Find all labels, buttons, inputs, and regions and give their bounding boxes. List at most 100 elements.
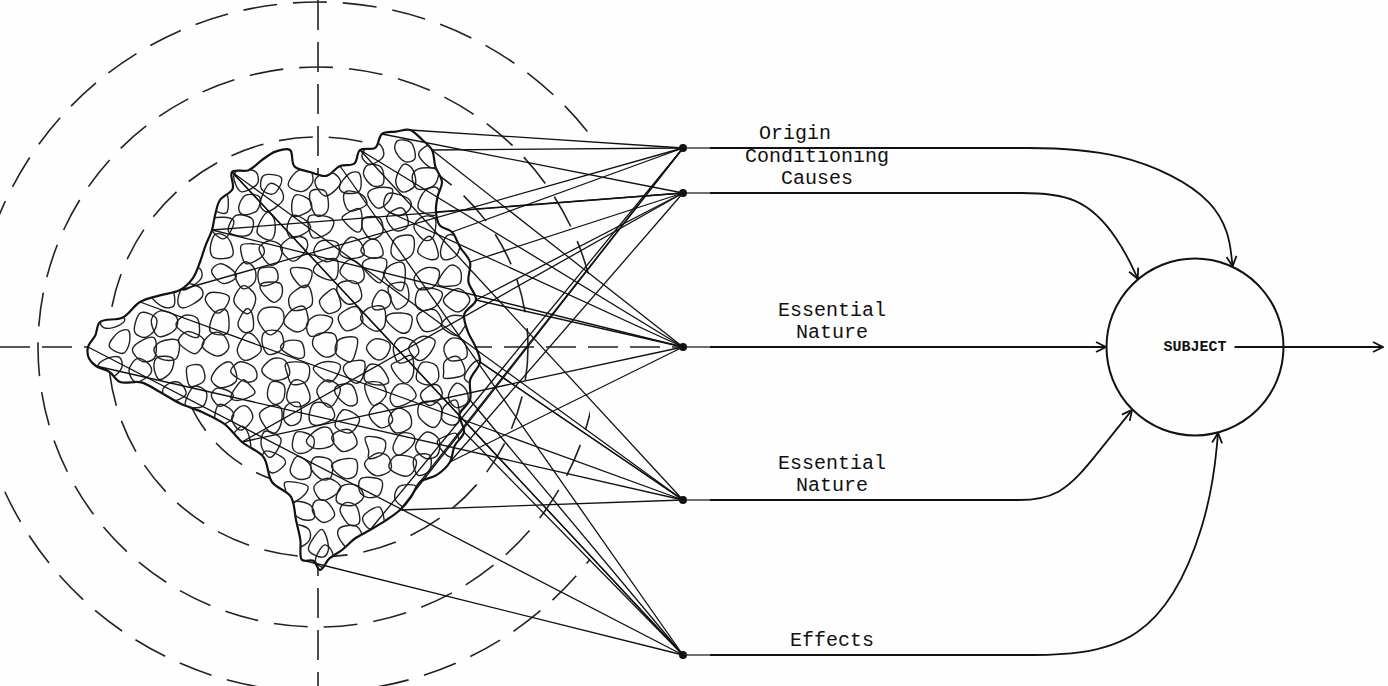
cell-outline xyxy=(344,191,367,211)
cell-outline xyxy=(388,282,409,309)
cell-outline xyxy=(438,265,462,286)
dot-stub xyxy=(687,346,710,347)
cell-outline xyxy=(443,289,469,312)
cell-outline xyxy=(312,333,337,358)
cell-outline xyxy=(210,234,233,259)
cell-outline xyxy=(101,307,125,328)
mass-outline xyxy=(88,130,481,570)
ray-line xyxy=(242,193,683,442)
ray-line xyxy=(410,130,683,148)
cell-outline xyxy=(391,235,414,261)
cell-outline xyxy=(365,437,386,459)
dashed-rings xyxy=(0,2,590,686)
connector-arrow xyxy=(1010,433,1218,655)
cell-outline xyxy=(412,168,438,190)
cell-outline xyxy=(267,381,285,404)
cell-outline xyxy=(109,330,130,354)
cell-outline xyxy=(309,402,335,425)
ray-line xyxy=(212,193,683,230)
cell-outline xyxy=(202,332,229,356)
connector-arrow xyxy=(1010,193,1138,279)
cell-outline xyxy=(443,356,465,378)
cell-outline xyxy=(363,164,384,186)
cell-outline xyxy=(178,332,204,354)
cell-outline xyxy=(260,405,283,434)
node-label: Origin xyxy=(715,123,875,145)
cell-outline xyxy=(340,237,364,259)
cell-outline xyxy=(335,337,358,362)
connector-arrow xyxy=(1010,410,1132,500)
cell-outline xyxy=(238,309,254,333)
cell-outline xyxy=(386,313,412,333)
focus-dot xyxy=(679,651,687,659)
cell-outline xyxy=(308,215,334,238)
ray-line xyxy=(340,166,683,655)
cell-outline xyxy=(338,307,363,331)
cell-outline xyxy=(214,404,233,426)
cell-outline xyxy=(361,306,386,331)
label-band: Conditioning Causes xyxy=(710,146,1010,194)
focus-dot xyxy=(679,343,687,351)
ray-line xyxy=(360,150,683,500)
cell-outline xyxy=(290,267,312,287)
cell-outline xyxy=(342,208,362,232)
label-band: Essential Nature xyxy=(710,300,1010,348)
cell-outline xyxy=(389,408,412,433)
connector-arrow xyxy=(1010,346,1106,348)
focus-dot xyxy=(679,144,687,152)
cell-outline xyxy=(395,140,416,162)
cell-outline xyxy=(287,525,310,548)
ray-line xyxy=(88,347,683,655)
cell-outline xyxy=(284,306,308,332)
ray-line xyxy=(436,193,683,212)
ray-line xyxy=(232,172,683,655)
cell-outline xyxy=(205,193,228,213)
label-band: Essential Nature xyxy=(710,453,1010,501)
cell-outline xyxy=(261,431,281,457)
ray-line xyxy=(232,172,683,655)
cell-outline xyxy=(280,340,304,358)
cell-outline xyxy=(312,500,334,523)
cell-outline xyxy=(340,502,360,525)
cell-outline xyxy=(262,451,286,473)
focus-dot xyxy=(679,189,687,197)
cell-outline xyxy=(332,429,357,451)
ray-line xyxy=(464,432,683,655)
cell-outline xyxy=(235,262,256,289)
cell-outline xyxy=(389,455,417,476)
dot-stub xyxy=(687,192,710,193)
cell-outline xyxy=(288,168,313,192)
cell-outline xyxy=(313,362,340,382)
cell-outline xyxy=(239,194,261,214)
connector-arrow xyxy=(1010,148,1233,266)
cell-outline xyxy=(441,315,468,335)
ray-line xyxy=(470,400,683,655)
cell-outline xyxy=(285,362,310,385)
cell-outline xyxy=(391,355,414,383)
dashed-ring xyxy=(0,2,590,686)
ray-line xyxy=(180,148,683,290)
node-label: Conditioning Causes xyxy=(737,146,897,190)
ray-line xyxy=(140,302,683,500)
node-label: Essential Nature xyxy=(752,300,912,344)
cell-outline xyxy=(417,309,442,331)
cell-outline xyxy=(365,453,392,476)
cell-outline xyxy=(258,267,278,286)
cell-outline xyxy=(237,333,261,361)
cell-outline xyxy=(290,456,311,479)
focus-dots xyxy=(679,144,710,659)
dot-stub xyxy=(687,654,710,655)
cell-mass xyxy=(88,130,488,570)
cell-outline xyxy=(260,282,283,302)
ray-line xyxy=(96,366,683,500)
ray-line xyxy=(432,148,683,150)
focus-dot xyxy=(679,496,687,504)
cell-outline xyxy=(313,258,338,280)
cell-outline xyxy=(338,525,363,549)
cell-outline xyxy=(419,144,442,168)
ray-line xyxy=(232,172,683,500)
dot-stub xyxy=(687,499,710,500)
ray-line xyxy=(476,300,683,347)
cell-outline xyxy=(366,339,390,360)
cell-outline xyxy=(310,189,329,216)
